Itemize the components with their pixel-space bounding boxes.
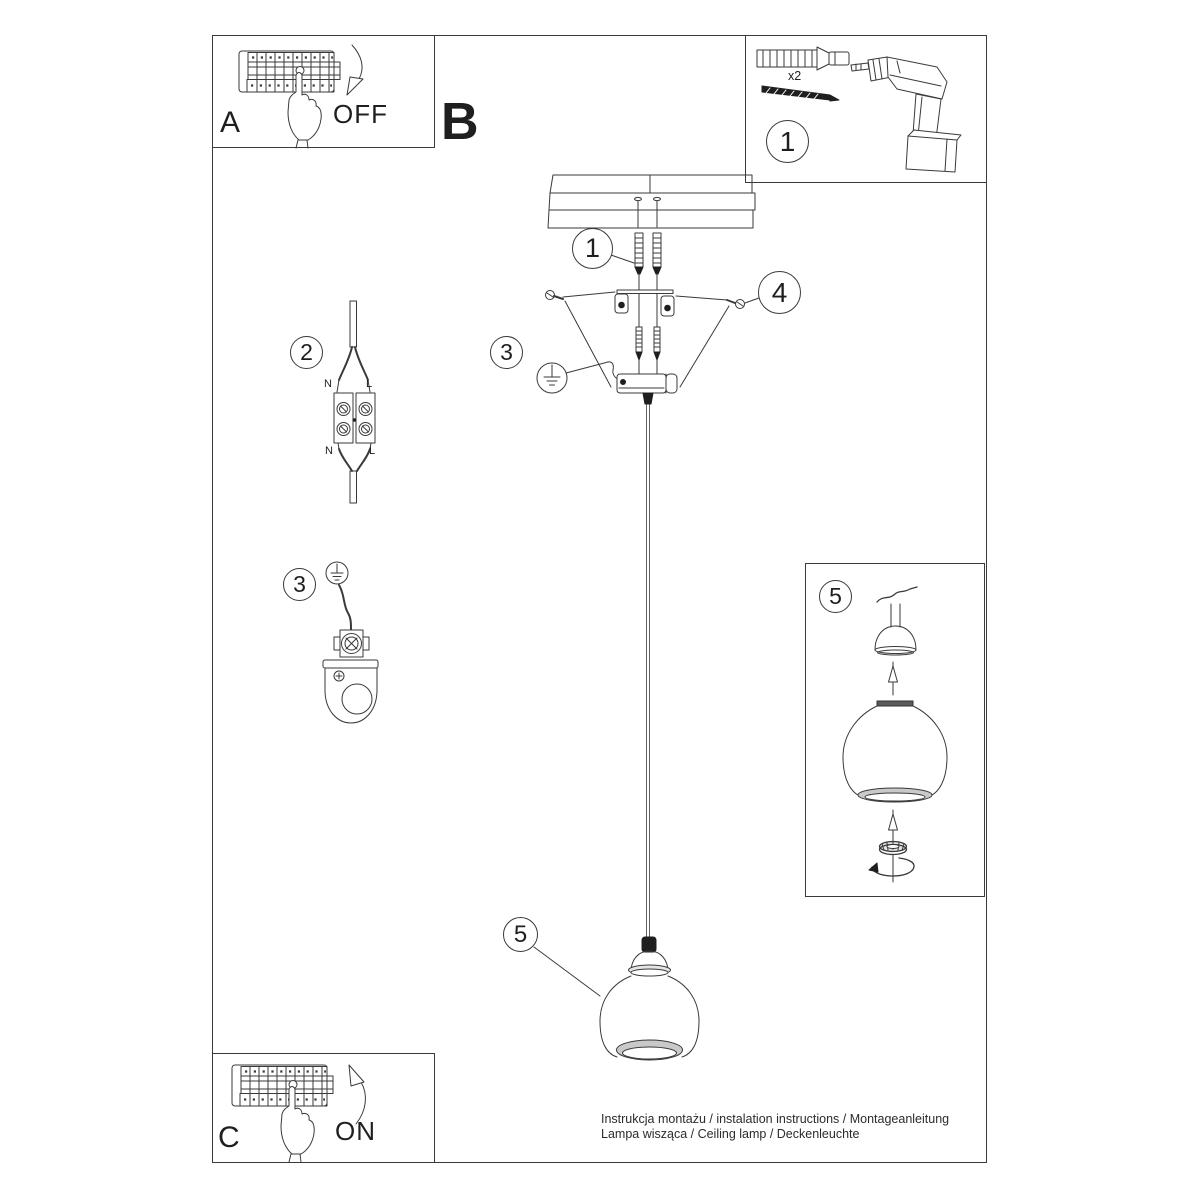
callout-wiring-2: 2 (290, 336, 323, 369)
wall-anchor-icon (756, 46, 850, 71)
mounting-screw-icon (761, 85, 840, 102)
callout-shade-box-5: 5 (819, 580, 852, 613)
step-c-box (212, 1053, 435, 1163)
ceiling-slab (547, 174, 756, 229)
mounting-bracket (614, 273, 675, 317)
neutral-label-bottom: N (325, 445, 333, 457)
neutral-label-top: N (324, 378, 332, 390)
canopy (616, 373, 678, 405)
off-arrow-icon (346, 44, 364, 96)
ground-bracket-diagram (322, 561, 379, 724)
pendant-cable (646, 403, 650, 938)
up-arrow-icon (888, 661, 898, 696)
terminal-block-diagram (333, 300, 376, 504)
callout-ground-3: 3 (490, 336, 523, 369)
up-arrow-icon (888, 809, 898, 844)
callout-ground-left-3: 3 (283, 568, 316, 601)
ground-symbol-icon (536, 361, 622, 394)
rotation-arrow-icon (868, 857, 915, 877)
shade-assembly-diagram (842, 586, 948, 883)
lamp-shade (533, 936, 700, 1061)
shade-assembly-box (805, 563, 985, 897)
on-arrow-icon (348, 1064, 366, 1125)
live-label-bottom: L (369, 445, 376, 457)
tools-box (745, 35, 987, 183)
live-label-top: L (366, 378, 373, 390)
on-label: ON (335, 1116, 376, 1146)
footer-line-2: Lampa wisząca / Ceiling lamp / Deckenleu… (601, 1126, 860, 1141)
threaded-ring (878, 840, 908, 856)
canopy-screws (635, 293, 661, 375)
circuit-breaker-panel-off (237, 44, 364, 150)
step-a-box (212, 35, 435, 148)
callout-hardware-1: 1 (766, 120, 809, 163)
step-a-label: A (220, 106, 241, 139)
step-c-label: C (218, 1121, 240, 1154)
off-label: OFF (333, 99, 388, 129)
step-b-label: B (441, 93, 479, 151)
callout-anchors-1: 1 (572, 228, 613, 269)
footer: Instrukcja montażu / instalation instruc… (601, 1112, 949, 1141)
main-frame (212, 35, 987, 1163)
callout-screws-4: 4 (758, 271, 801, 314)
circuit-breaker-panel-on (230, 1063, 366, 1164)
anchor-quantity-label: x2 (788, 69, 802, 83)
wall-anchors (610, 232, 662, 275)
footer-line-1: Instrukcja montażu / instalation instruc… (601, 1112, 950, 1126)
side-screws (545, 290, 760, 388)
drill-icon (850, 56, 962, 173)
callout-shade-5: 5 (503, 917, 538, 952)
